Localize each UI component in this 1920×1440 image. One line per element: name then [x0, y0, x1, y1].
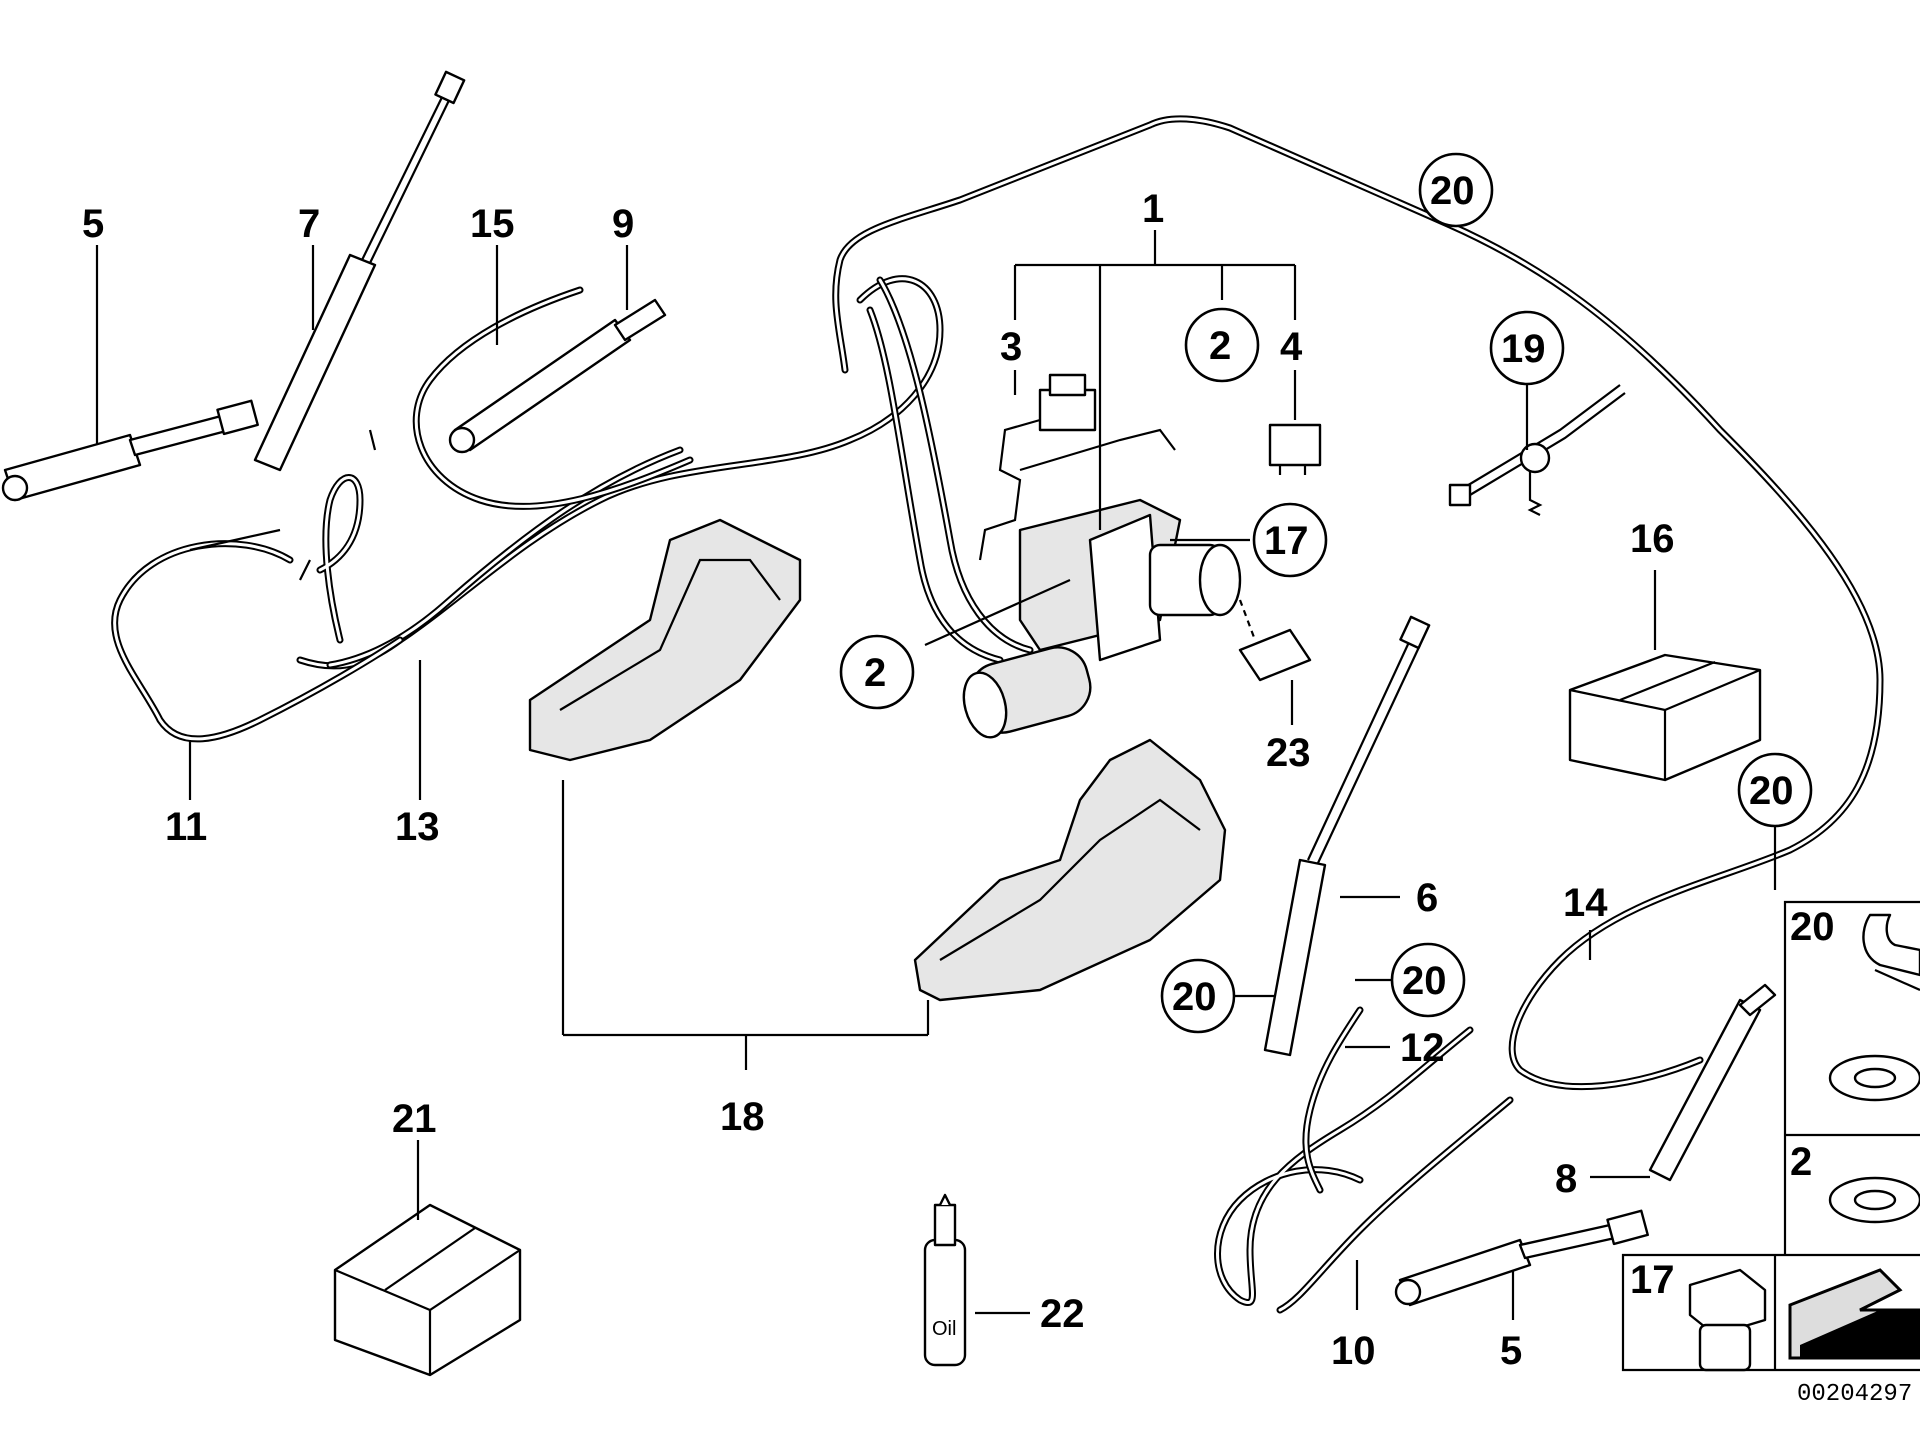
inset-label-20: 20	[1790, 905, 1835, 949]
callout-circle-20-top	[1418, 152, 1494, 228]
leader-lines	[95, 230, 1777, 1320]
hose-line-20-main	[832, 115, 1884, 1091]
label-10: 10	[1331, 1329, 1376, 1373]
cover-18-lower	[913, 738, 1227, 1002]
label-20-strut: 20	[1172, 975, 1217, 1019]
label-16: 16	[1630, 517, 1675, 561]
label-4: 4	[1280, 325, 1303, 369]
clip-icon	[1862, 913, 1920, 977]
inset-panel: 20 2 17	[1621, 900, 1920, 1372]
label-11: 11	[165, 805, 207, 849]
label-20-right: 20	[1749, 769, 1794, 813]
kit-box-21	[333, 1203, 522, 1377]
label-3: 3	[1000, 325, 1022, 369]
inset-label-2: 2	[1790, 1140, 1812, 1184]
label-5-bottom: 5	[1500, 1329, 1522, 1373]
label-2-top: 2	[1209, 324, 1231, 368]
label-14: 14	[1563, 881, 1608, 925]
gas-strut-6	[1263, 615, 1431, 1057]
label-12: 12	[1400, 1026, 1445, 1070]
bolt-icon	[1688, 1268, 1767, 1372]
label-7: 7	[298, 202, 320, 246]
hose-line-13-bundle	[296, 275, 1034, 670]
hose-line-11	[111, 429, 404, 743]
label-18: 18	[720, 1095, 765, 1139]
hydraulic-cylinder-9	[448, 298, 667, 454]
hydraulic-cylinder-5-right	[1394, 1209, 1649, 1307]
hydraulic-cylinder-5-left	[1, 399, 259, 502]
label-8: 8	[1555, 1157, 1577, 1201]
arrow-icon	[1788, 1268, 1920, 1360]
wire-harness	[1019, 428, 1176, 472]
label-20-top: 20	[1430, 169, 1475, 213]
label-1: 1	[1142, 187, 1164, 231]
label-6: 6	[1416, 876, 1438, 920]
label-20-wire: 20	[1402, 959, 1447, 1003]
label-19: 19	[1501, 327, 1546, 371]
label-2-left: 2	[864, 651, 886, 695]
callout-circle-20-strut	[1160, 958, 1236, 1034]
label-23: 23	[1266, 731, 1311, 775]
oil-label: Oil	[932, 1318, 956, 1340]
inset-label-17: 17	[1630, 1258, 1675, 1302]
hydraulic-pump-unit-1	[962, 498, 1242, 739]
hose-line-12	[1302, 1006, 1364, 1194]
valve-19	[1448, 384, 1626, 516]
label-17: 17	[1264, 519, 1309, 563]
label-21: 21	[392, 1097, 437, 1141]
kit-box-16	[1568, 653, 1762, 782]
callout-circle-2-top	[1184, 307, 1260, 383]
sensor-23	[1238, 599, 1312, 682]
label-9: 9	[612, 202, 634, 246]
gas-strut-7	[253, 70, 466, 472]
oil-bottle-22: Oil	[923, 1193, 967, 1367]
hose-line-15	[412, 286, 694, 510]
diagram-reference-number: 00204297	[1797, 1381, 1912, 1408]
part-labels: 5 7 15 9 1 3 2 4 20 19 17 16 2 23 11 13 …	[82, 169, 1794, 1373]
callout-circle-20-right	[1737, 752, 1813, 828]
relay-4	[1268, 423, 1322, 475]
callout-circle-17	[1252, 502, 1328, 578]
callout-circle-2-left	[839, 634, 915, 710]
connector-bracket-3	[978, 373, 1097, 561]
callout-circle-19	[1489, 310, 1565, 386]
label-5-top: 5	[82, 202, 104, 246]
hose-line-10	[1214, 1026, 1514, 1314]
label-15: 15	[470, 202, 515, 246]
cover-18-upper	[528, 518, 802, 762]
label-13: 13	[395, 805, 440, 849]
callout-circle-20-wire	[1390, 942, 1466, 1018]
label-22: 22	[1040, 1292, 1085, 1336]
hydraulic-cylinder-8	[1648, 983, 1777, 1182]
